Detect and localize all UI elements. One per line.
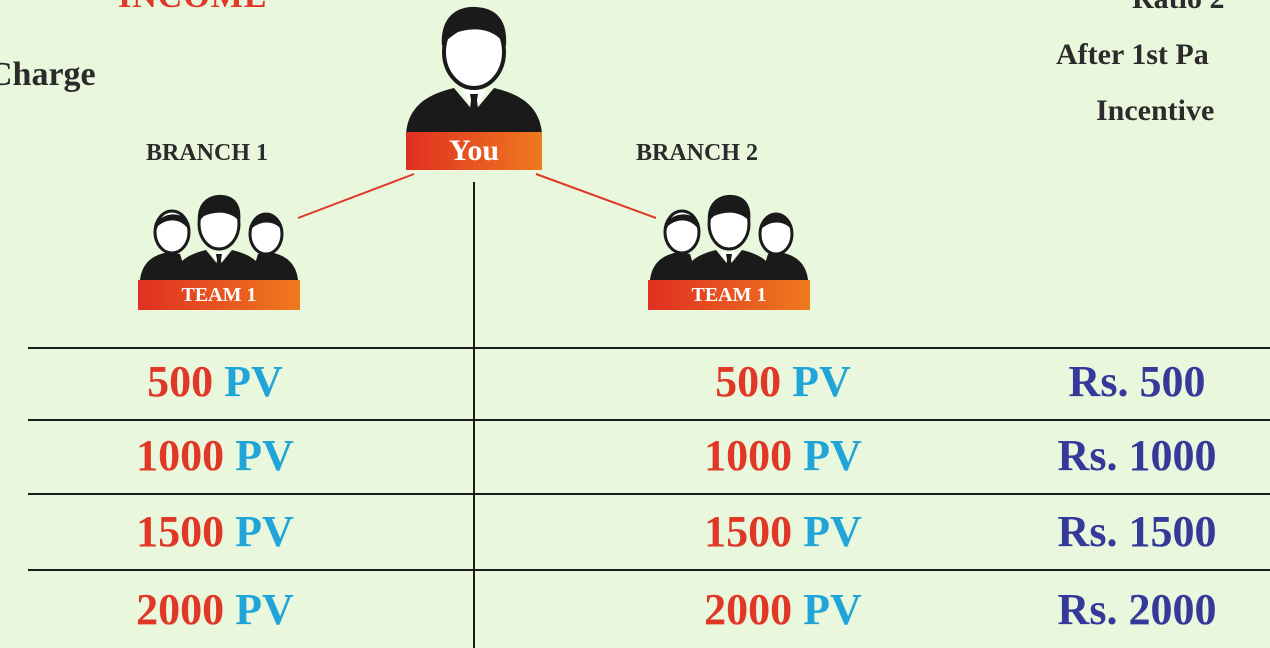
pv-unit: PV: [803, 507, 862, 556]
branch-1-label: BRANCH 1: [146, 140, 269, 166]
pv-value: 1500: [704, 507, 793, 556]
ratio-note: Ratio 2: [1132, 0, 1225, 16]
left-pv-cell: 2000 PV: [40, 584, 390, 635]
pv-value: 500: [715, 357, 782, 406]
income-cell: Rs. 1500: [1057, 507, 1217, 556]
left-pv-cell: 1500 PV: [40, 506, 390, 557]
pv-value: 1500: [136, 507, 225, 556]
team-label-2: TEAM 1: [648, 280, 810, 310]
left-pv-cell: 1000 PV: [40, 430, 390, 481]
you-label: You: [406, 132, 542, 170]
left-pv-cell: 500 PV: [40, 356, 390, 407]
connector-right: [535, 173, 657, 219]
income-cell: Rs. 1000: [1057, 431, 1217, 480]
right-pv-cell: 1500 PV: [608, 506, 958, 557]
pv-value: 2000: [136, 585, 225, 634]
pv-unit: PV: [224, 357, 283, 406]
pv-unit: PV: [235, 585, 294, 634]
team-icon: [140, 194, 298, 280]
branch-2-label: BRANCH 2: [636, 140, 759, 166]
income-cell: Rs. 500: [1068, 357, 1206, 406]
pv-value: 500: [147, 357, 214, 406]
pv-value: 2000: [704, 585, 793, 634]
pv-unit: PV: [803, 585, 862, 634]
pv-unit: PV: [792, 357, 851, 406]
right-pv-cell: 500 PV: [608, 356, 958, 407]
right-pv-cell: 2000 PV: [608, 584, 958, 635]
connector-left: [297, 173, 415, 219]
incentive-note: Incentive: [1096, 94, 1215, 127]
right-pv-cell: 1000 PV: [608, 430, 958, 481]
team-label-1: TEAM 1: [138, 280, 300, 310]
pv-value: 1000: [704, 431, 793, 480]
after-first-pair-note: After 1st Pa: [1056, 38, 1209, 71]
pv-unit: PV: [235, 507, 294, 556]
income-cell: Rs. 2000: [1057, 585, 1217, 634]
businessman-icon: [406, 6, 542, 134]
income-title: INCOME: [118, 0, 268, 16]
charge-note: Charge: [0, 56, 96, 93]
pv-unit: PV: [235, 431, 294, 480]
pv-value: 1000: [136, 431, 225, 480]
team-icon: [650, 194, 808, 280]
pv-unit: PV: [803, 431, 862, 480]
